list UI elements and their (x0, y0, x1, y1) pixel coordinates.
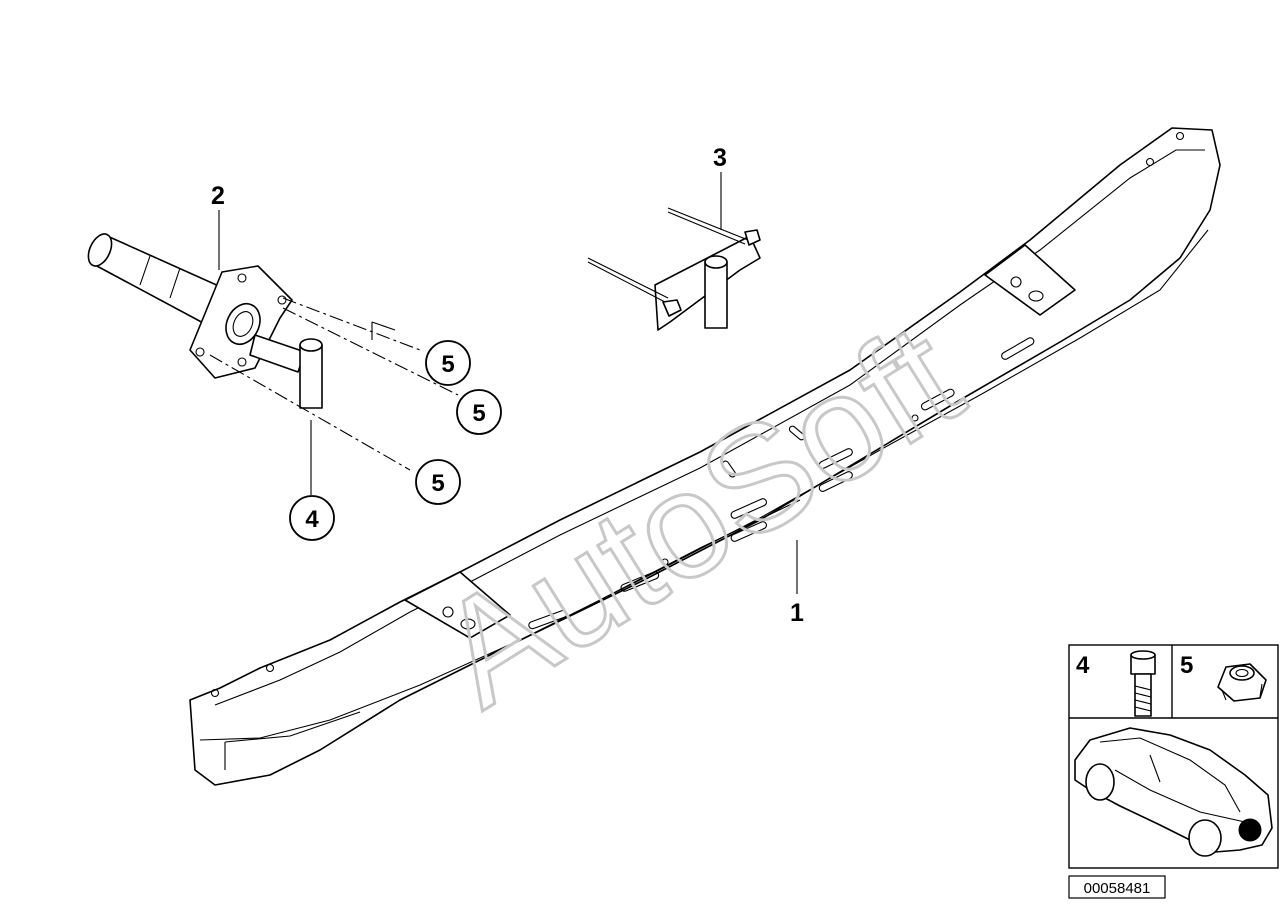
callout-5-middle[interactable]: 5 (456, 389, 502, 435)
callout-5-lower[interactable]: 5 (415, 459, 461, 505)
assembly-lines (209, 297, 459, 471)
legend-bolt-number: 4 (1076, 652, 1090, 679)
bolt-icon (1130, 650, 1156, 717)
label-part-1: 1 (790, 599, 804, 627)
diagram-code: 00058481 (1084, 880, 1151, 897)
svg-text:5: 5 (431, 470, 444, 497)
watermark: AutoSoft (409, 289, 989, 739)
bolt-part[interactable] (299, 338, 323, 409)
svg-text:4: 4 (305, 506, 319, 533)
diagram-code-box: 00058481 (1068, 875, 1166, 899)
callout-4[interactable]: 4 (289, 495, 335, 541)
leader-lines (218, 172, 798, 594)
towing-bracket-part[interactable] (84, 230, 306, 379)
label-part-2: 2 (211, 182, 225, 210)
svg-text:5: 5 (472, 400, 485, 427)
car-location-icon (1074, 727, 1273, 857)
callout-5-upper[interactable]: 5 (425, 340, 471, 386)
legend-nut-number: 5 (1180, 652, 1193, 679)
bumper-carrier-part[interactable] (189, 127, 1221, 786)
svg-text:AutoSoft: AutoSoft (410, 291, 987, 738)
label-part-3: 3 (713, 144, 727, 172)
nut-icon (1217, 663, 1267, 702)
support-bracket-part[interactable] (587, 207, 761, 331)
svg-text:5: 5 (441, 351, 454, 378)
